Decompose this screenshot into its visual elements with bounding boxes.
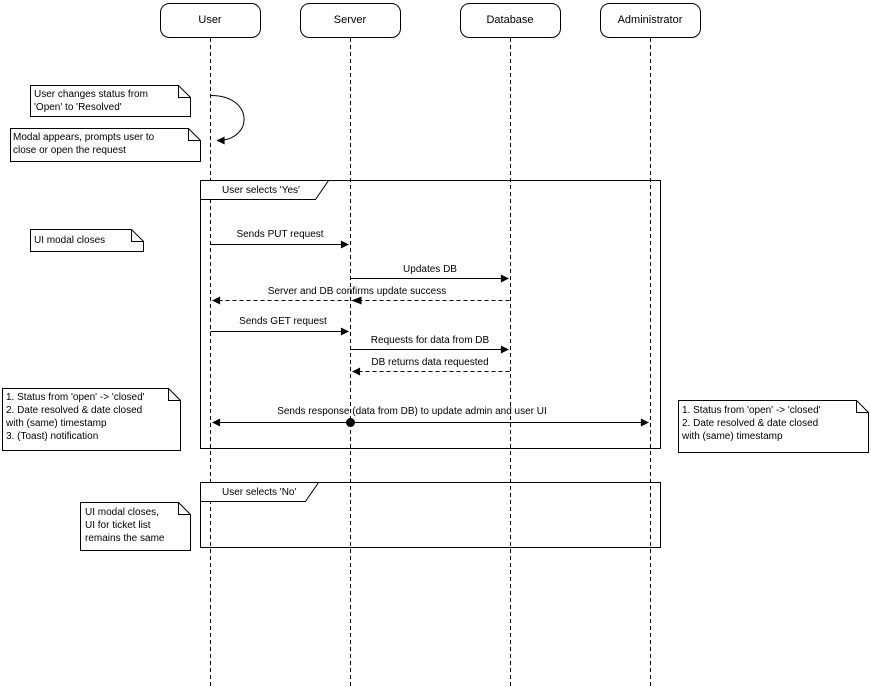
note-fold-icon <box>188 128 201 141</box>
message-arrowhead-confirm-at-server <box>351 296 362 305</box>
message-label-sends-response: Sends response (data from DB) to update … <box>277 406 547 417</box>
actor-label-user: User <box>198 14 222 26</box>
message-label-confirm-success: Server and DB confirms update success <box>267 286 447 297</box>
note-shape-no-change <box>80 502 191 551</box>
frame-no-label-tab <box>200 482 320 502</box>
note-fold-icon <box>168 388 181 401</box>
actor-box-administrator <box>600 3 701 38</box>
note-fold-icon <box>178 502 191 515</box>
note-admin-result: 1. Status from 'open' -> 'closed' 2. Dat… <box>682 405 821 442</box>
frame-yes <box>200 180 661 449</box>
message-junction-dot <box>346 418 355 427</box>
note-shape-user-result <box>2 388 181 451</box>
frame-no <box>200 482 661 548</box>
note-shape-status-change <box>30 85 191 117</box>
note-shape-ui-modal-closes <box>30 229 144 252</box>
note-ui-modal-closes: UI modal closes <box>34 235 106 246</box>
frame-yes-label-tab <box>200 180 330 200</box>
note-fold-icon <box>178 85 191 98</box>
frame-no-label: User selects 'No' <box>222 487 297 498</box>
frame-yes-label: User selects 'Yes' <box>222 185 300 196</box>
actor-label-administrator: Administrator <box>617 14 683 26</box>
note-shape-admin-result <box>678 400 869 453</box>
note-status-change: User changes status from 'Open' to 'Reso… <box>34 89 148 113</box>
note-fold-icon <box>856 400 869 413</box>
message-label-updates-db: Updates DB <box>403 264 457 275</box>
note-modal-appears: Modal appears, prompts user to close or … <box>13 132 155 156</box>
message-label-put: Sends PUT request <box>236 229 324 240</box>
self-message-arrow <box>210 95 245 145</box>
message-label-returns-data: DB returns data requested <box>371 357 489 368</box>
actor-box-database <box>460 3 561 38</box>
message-label-get: Sends GET request <box>239 316 327 327</box>
note-fold-icon <box>131 229 144 242</box>
note-no-change: UI modal closes, UI for ticket list rema… <box>85 507 165 544</box>
actor-box-user <box>160 3 261 38</box>
note-user-result: 1. Status from 'open' -> 'closed' 2. Dat… <box>6 392 145 442</box>
actor-box-server <box>300 3 401 38</box>
message-label-requests-data: Requests for data from DB <box>370 335 490 346</box>
note-shape-modal-appears <box>10 128 201 162</box>
actor-label-server: Server <box>333 14 367 26</box>
actor-label-database: Database <box>486 14 534 26</box>
